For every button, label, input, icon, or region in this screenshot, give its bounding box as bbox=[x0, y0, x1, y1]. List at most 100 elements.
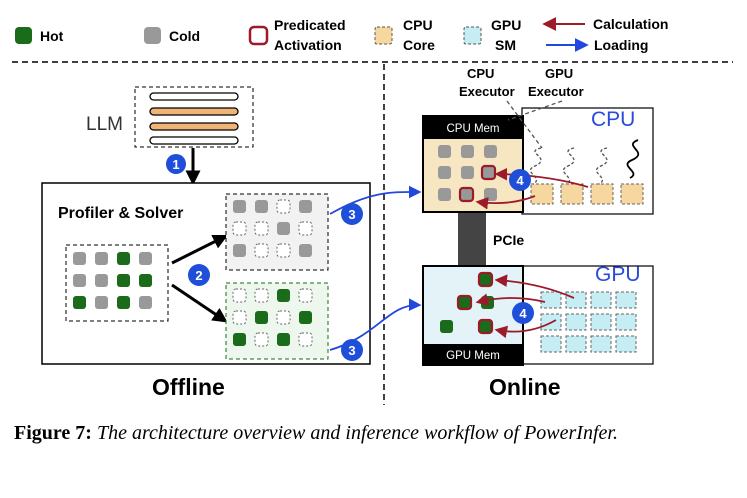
step-badge-4b-label: 4 bbox=[519, 306, 527, 321]
pcie-bus bbox=[458, 213, 486, 267]
hot-neuron bbox=[233, 333, 246, 346]
neuron-grid-full bbox=[65, 244, 169, 322]
legend-cpu-core-swatch bbox=[374, 26, 393, 45]
step-badge-4b bbox=[512, 302, 534, 324]
gpu-executor-line1: GPU bbox=[545, 66, 573, 81]
hot-neuron bbox=[255, 311, 268, 324]
gpu-neuron bbox=[477, 271, 494, 288]
step-badge-4a bbox=[509, 169, 531, 191]
step-badge-2-label: 2 bbox=[195, 268, 202, 283]
llm-label: LLM bbox=[86, 114, 123, 135]
cpu-neuron bbox=[461, 145, 474, 158]
loading-arrow-cpu bbox=[329, 185, 422, 215]
online-section: CPU CPU Mem CPU Executor GPU Executor PC… bbox=[422, 66, 654, 400]
profiler-title: Profiler & Solver bbox=[58, 205, 183, 222]
legend-gpu-sm-line2: SM bbox=[495, 37, 516, 53]
legend-predicated-line1: Predicated bbox=[274, 17, 346, 33]
gpu-sm bbox=[590, 335, 612, 353]
full-neuron bbox=[117, 296, 130, 309]
gpu-sm bbox=[540, 291, 562, 309]
cpu-mem-neurons bbox=[438, 145, 497, 203]
cpu-calc-arrow-1 bbox=[494, 167, 589, 188]
hot-neuron bbox=[232, 310, 247, 325]
cpu-core bbox=[620, 183, 644, 205]
cold-neuron bbox=[276, 243, 291, 258]
llm-layer-2 bbox=[149, 107, 239, 116]
full-neuron bbox=[73, 274, 86, 287]
step-badge-3a-label: 3 bbox=[348, 207, 355, 222]
legend-calculation-label: Calculation bbox=[593, 16, 668, 32]
gpu-mem-neurons bbox=[440, 271, 494, 335]
cold-neuron bbox=[277, 222, 290, 235]
cpu-neuron bbox=[484, 145, 497, 158]
gpu-sm bbox=[540, 335, 562, 353]
gpu-neuron bbox=[440, 320, 453, 333]
hot-neuron bbox=[299, 311, 312, 324]
hot-neuron bbox=[254, 288, 269, 303]
gpu-sm bbox=[615, 335, 637, 353]
neuron-grid-cold-cells bbox=[232, 199, 313, 258]
step-badge-4a-label: 4 bbox=[516, 173, 524, 188]
llm-layer-1 bbox=[149, 92, 239, 101]
full-neuron bbox=[73, 296, 86, 309]
caption-text: The architecture overview and inference … bbox=[96, 422, 618, 444]
cpu-neuron bbox=[438, 166, 451, 179]
neuron-grid-full-cells bbox=[73, 252, 152, 309]
step-badges: 1 2 3 3 4 4 bbox=[166, 154, 534, 361]
gpu-neuron bbox=[477, 318, 494, 335]
gpu-sm bbox=[565, 335, 587, 353]
cpu-executor-line2: Executor bbox=[459, 84, 515, 99]
legend-hot-swatch bbox=[15, 27, 32, 44]
cold-neuron bbox=[233, 244, 246, 257]
cold-neuron bbox=[276, 199, 291, 214]
gpu-neuron bbox=[456, 294, 473, 311]
cpu-neuron bbox=[480, 164, 497, 181]
cpu-label: CPU bbox=[591, 108, 635, 131]
offline-section-label: Offline bbox=[152, 374, 225, 400]
full-neuron bbox=[73, 252, 86, 265]
cold-neuron bbox=[299, 244, 312, 257]
legend-gpu-sm-swatch bbox=[463, 26, 482, 45]
cpu-neuron bbox=[458, 186, 475, 203]
legend-cpu-core-line2: Core bbox=[403, 37, 435, 53]
legend-predicated-line2: Activation bbox=[274, 37, 342, 53]
cold-neuron bbox=[254, 221, 269, 236]
gpu-executor-link bbox=[507, 100, 563, 121]
step-badge-2 bbox=[188, 264, 210, 286]
cold-neuron bbox=[255, 200, 268, 213]
step-badge-1-label: 1 bbox=[172, 157, 179, 172]
legend-cold-label: Cold bbox=[169, 28, 200, 44]
legend-predicated-swatch bbox=[248, 25, 269, 46]
legend-cpu-core-line1: CPU bbox=[403, 17, 433, 33]
gpu-sm bbox=[590, 313, 612, 331]
gpu-calc-arrow-1 bbox=[494, 274, 575, 299]
gpu-mem-label: GPU Mem bbox=[446, 350, 500, 362]
cpu-core bbox=[530, 183, 554, 205]
pcie-label: PCIe bbox=[493, 232, 524, 248]
gpu-calc-arrow-3 bbox=[494, 319, 557, 339]
cpu-core bbox=[560, 183, 584, 205]
full-neuron bbox=[139, 252, 152, 265]
hot-neuron bbox=[232, 288, 247, 303]
split-arrow-up bbox=[171, 234, 229, 265]
cold-neuron bbox=[298, 221, 313, 236]
online-section-label: Online bbox=[489, 374, 561, 400]
gpu-executor-line2: Executor bbox=[528, 84, 584, 99]
hot-neuron bbox=[277, 333, 290, 346]
executor-thread-3 bbox=[595, 147, 608, 185]
hot-neuron bbox=[254, 332, 269, 347]
split-arrow-down bbox=[171, 283, 228, 323]
hot-neuron bbox=[298, 332, 313, 347]
cpu-core bbox=[590, 183, 614, 205]
hot-neuron bbox=[298, 288, 313, 303]
cpu-neuron bbox=[461, 166, 474, 179]
cpu-mem-label: CPU Mem bbox=[446, 123, 499, 135]
legend-loading-label: Loading bbox=[594, 37, 648, 53]
gpu-sm bbox=[590, 291, 612, 309]
cpu-neuron bbox=[438, 145, 451, 158]
gpu-neuron bbox=[481, 296, 494, 309]
cold-neuron bbox=[299, 200, 312, 213]
gpu-sm bbox=[565, 291, 587, 309]
gpu-mem-footer bbox=[423, 344, 523, 366]
cpu-neuron bbox=[484, 188, 497, 201]
